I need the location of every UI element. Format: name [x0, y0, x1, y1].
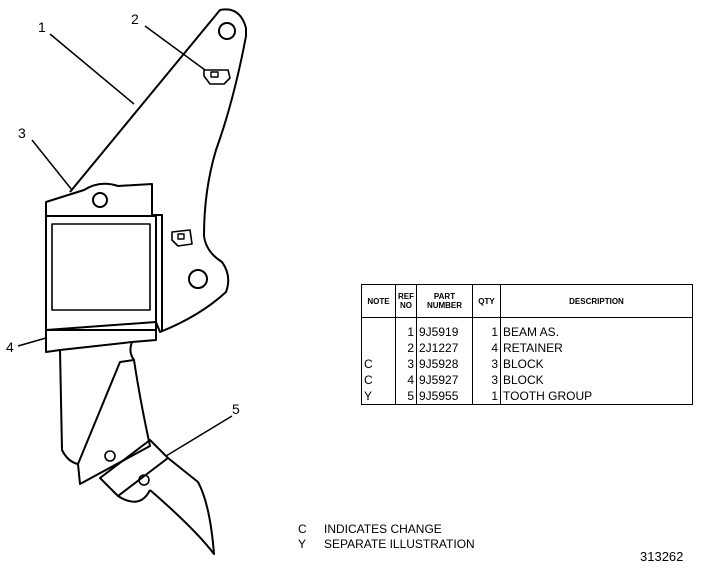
leader-4	[17, 337, 47, 347]
description-cell: RETAINER	[500, 340, 693, 356]
callout-5: 5	[232, 401, 240, 417]
part-number-cell: 2J1227	[416, 340, 473, 356]
description-cell: TOOTH GROUP	[500, 388, 693, 405]
part-number-cell: 9J5919	[416, 324, 473, 340]
header-ref-no: REF NO	[395, 284, 417, 318]
callout-4: 4	[6, 339, 14, 355]
leader-3	[31, 139, 73, 191]
qty-cell: 3	[472, 372, 501, 388]
note-cell: C	[361, 356, 396, 372]
figure-number: 313262	[640, 549, 684, 564]
note-cell	[361, 324, 396, 340]
qty-cell: 4	[472, 340, 501, 356]
description-cell: BLOCK	[500, 372, 693, 388]
part-number-cell: 9J5927	[416, 372, 473, 388]
shank-right-edge	[129, 341, 135, 361]
ref-no-cell: 4	[395, 372, 417, 388]
ref-no-cell: 5	[395, 388, 417, 405]
qty-cell: 1	[472, 324, 501, 340]
block-pin-hole	[92, 192, 108, 208]
note-cell	[361, 340, 396, 356]
retainer-upper-slot	[210, 71, 219, 78]
retainer-upper	[203, 69, 231, 85]
parts-list-header: NOTE REF NO PART NUMBER QTY DESCRIPTION	[361, 284, 693, 318]
tooth-body	[77, 359, 151, 485]
leader-1	[49, 33, 135, 105]
leader-5	[165, 415, 233, 457]
note-cell: C	[361, 372, 396, 388]
header-note: NOTE	[361, 284, 396, 318]
upper-pin-hole	[218, 22, 236, 40]
parts-list-table: NOTE REF NO PART NUMBER QTY DESCRIPTION …	[361, 284, 693, 405]
lower-pin-hole	[188, 269, 208, 289]
block-bottom	[45, 322, 157, 353]
tooth-tip	[149, 457, 215, 555]
shank-left-edge	[59, 349, 79, 465]
retainer-lower-slot	[177, 233, 185, 240]
qty-cell: 3	[472, 356, 501, 372]
qty-cell: 1	[472, 388, 501, 405]
header-qty: QTY	[472, 284, 501, 318]
beam-outline	[69, 8, 247, 333]
table-spacer-row	[361, 317, 693, 324]
leader-2	[144, 25, 206, 71]
header-description: DESCRIPTION	[500, 284, 693, 318]
beam-box-band	[45, 321, 157, 331]
tooth-tip-lower	[117, 489, 151, 503]
tooth-pin-upper	[104, 450, 116, 462]
callout-2: 2	[131, 11, 139, 27]
retainer-lower	[171, 229, 193, 247]
callout-1: 1	[38, 19, 46, 35]
ref-no-cell: 1	[395, 324, 417, 340]
ref-no-cell: 2	[395, 340, 417, 356]
block-top	[45, 182, 153, 217]
note-cell: Y	[361, 388, 396, 405]
description-cell: BEAM AS.	[500, 324, 693, 340]
ref-no-cell: 3	[395, 356, 417, 372]
tooth-pin-lower	[138, 474, 150, 486]
callout-3: 3	[18, 125, 26, 141]
part-number-cell: 9J5928	[416, 356, 473, 372]
description-cell: BLOCK	[500, 356, 693, 372]
beam-box	[45, 215, 157, 331]
header-part-number: PART NUMBER	[416, 284, 473, 318]
part-number-cell: 9J5955	[416, 388, 473, 405]
beam-box-inner	[51, 223, 151, 311]
